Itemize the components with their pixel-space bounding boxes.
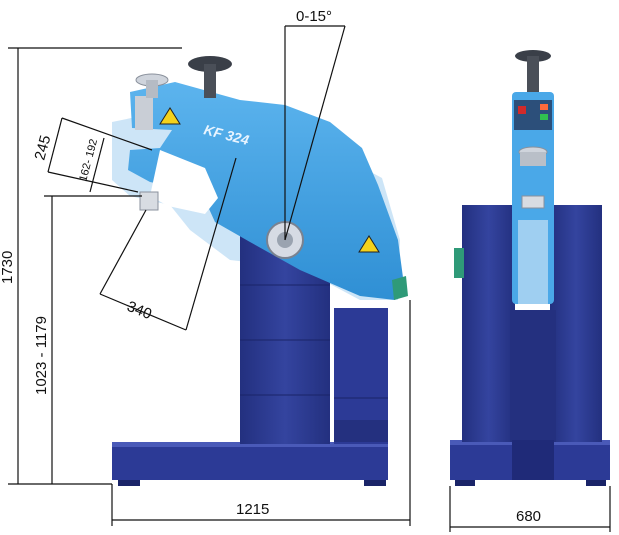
- front-green-panel: [454, 248, 464, 278]
- dim-throat-opening: 245: [31, 133, 54, 162]
- dimension-lines: [8, 25, 611, 532]
- front-lower-tool: [521, 195, 545, 209]
- dim-width: 680: [516, 508, 541, 525]
- lower-tool: [139, 191, 159, 211]
- base-foot-left: [118, 480, 140, 486]
- side-view: KF 324: [112, 56, 408, 486]
- stop-button: [518, 106, 526, 114]
- base-plate: [112, 442, 388, 480]
- warning-label-bottom: [358, 235, 380, 253]
- base-foot-right: [364, 480, 386, 486]
- c-frame: [128, 82, 404, 300]
- front-column-right: [550, 205, 602, 442]
- dim-work-height: 1023 - 1179: [33, 316, 50, 395]
- dim-length: 1215: [236, 501, 269, 518]
- dim-angle: 0-15°: [296, 8, 332, 25]
- front-view: [450, 50, 610, 486]
- base-plate-top: [112, 442, 388, 447]
- front-column-left: [462, 205, 515, 442]
- warning-label-top: [159, 107, 181, 125]
- dim-throat-depth: 340: [125, 298, 155, 323]
- throat-cutout: [150, 150, 218, 214]
- green-guard: [392, 276, 408, 300]
- dim-height-total: 1730: [0, 251, 16, 284]
- dim-stroke-range: 162- 192: [77, 138, 100, 183]
- upper-tool: [135, 96, 153, 130]
